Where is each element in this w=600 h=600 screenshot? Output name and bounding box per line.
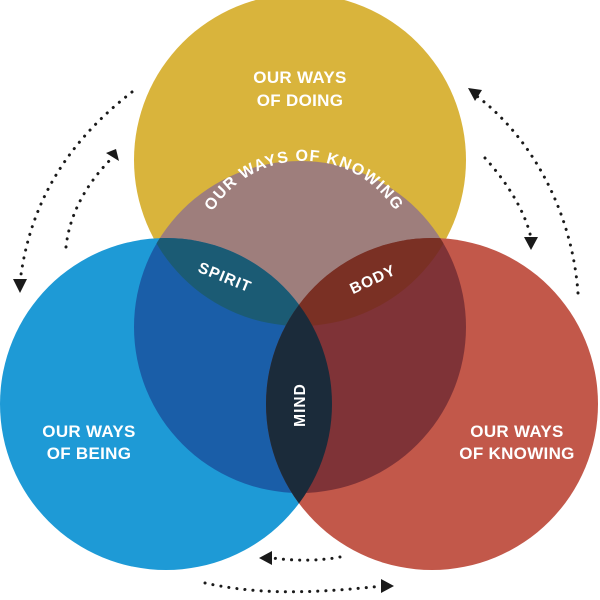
arrow-bottom-outer bbox=[203, 581, 384, 594]
cycle-arrows bbox=[13, 88, 580, 594]
arrow-head-upper-right-outer bbox=[468, 88, 482, 101]
knowing-label-line1: OUR WAYS bbox=[470, 422, 563, 441]
arrow-bottom-inner bbox=[270, 555, 342, 562]
arrow-upper-left-outer bbox=[18, 90, 134, 284]
being-label-line1: OUR WAYS bbox=[42, 422, 135, 441]
doing-label-line2: OF DOING bbox=[257, 91, 343, 110]
doing-label-line1: OUR WAYS bbox=[253, 68, 346, 87]
arrow-head-upper-left-inner bbox=[106, 149, 119, 161]
arrow-head-bottom-outer bbox=[381, 579, 394, 593]
arrow-head-upper-right-inner bbox=[524, 237, 538, 250]
being-label-line2: OF BEING bbox=[47, 444, 132, 463]
arrow-upper-left-inner bbox=[64, 156, 114, 249]
inner-ring-region bbox=[134, 161, 466, 326]
overlap-label-mind: MIND bbox=[292, 383, 309, 427]
arrow-upper-right-outer bbox=[472, 92, 580, 295]
knowing-label-line2: OF KNOWING bbox=[459, 444, 574, 463]
arrow-upper-right-inner bbox=[483, 156, 533, 240]
arrow-head-upper-left-outer bbox=[13, 279, 27, 293]
arrow-head-bottom-inner bbox=[259, 551, 272, 565]
